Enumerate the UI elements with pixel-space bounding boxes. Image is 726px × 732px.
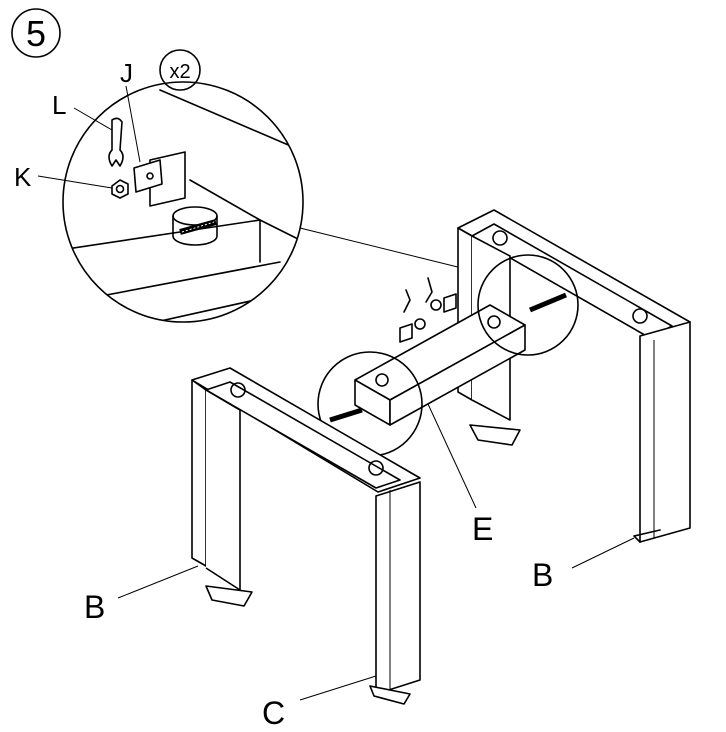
label-l: L	[52, 90, 66, 120]
label-b-right-group: B	[532, 537, 635, 593]
step-number: 5	[26, 13, 46, 54]
detail-magnifier	[62, 81, 304, 323]
bolt-icon	[179, 219, 217, 235]
right-joint-circle	[477, 254, 579, 356]
label-k-group: K	[14, 162, 113, 192]
label-c-group: C	[262, 675, 377, 731]
left-bolt	[329, 407, 363, 423]
label-j: J	[120, 58, 133, 88]
detail-beam	[63, 89, 301, 322]
label-l-group: L	[52, 90, 113, 131]
rear-leg-frame	[457, 209, 691, 543]
label-b-right: B	[532, 557, 553, 593]
nut-icon	[111, 179, 129, 199]
label-b-left-group: B	[84, 565, 199, 625]
quantity-text: x2	[169, 61, 190, 83]
label-b-left: B	[84, 589, 105, 625]
washer-icon	[133, 159, 163, 193]
label-e: E	[472, 511, 493, 547]
right-bolt	[529, 292, 567, 313]
quantity-badge: x2	[159, 49, 201, 91]
step-badge: 5	[11, 8, 61, 58]
label-e-group: E	[427, 403, 493, 547]
wrench-icon	[108, 117, 124, 167]
front-leg-frame	[191, 367, 421, 705]
cross-beam	[354, 277, 526, 426]
label-j-group: J	[120, 58, 141, 163]
label-c: C	[262, 695, 285, 731]
label-k: K	[14, 162, 32, 192]
